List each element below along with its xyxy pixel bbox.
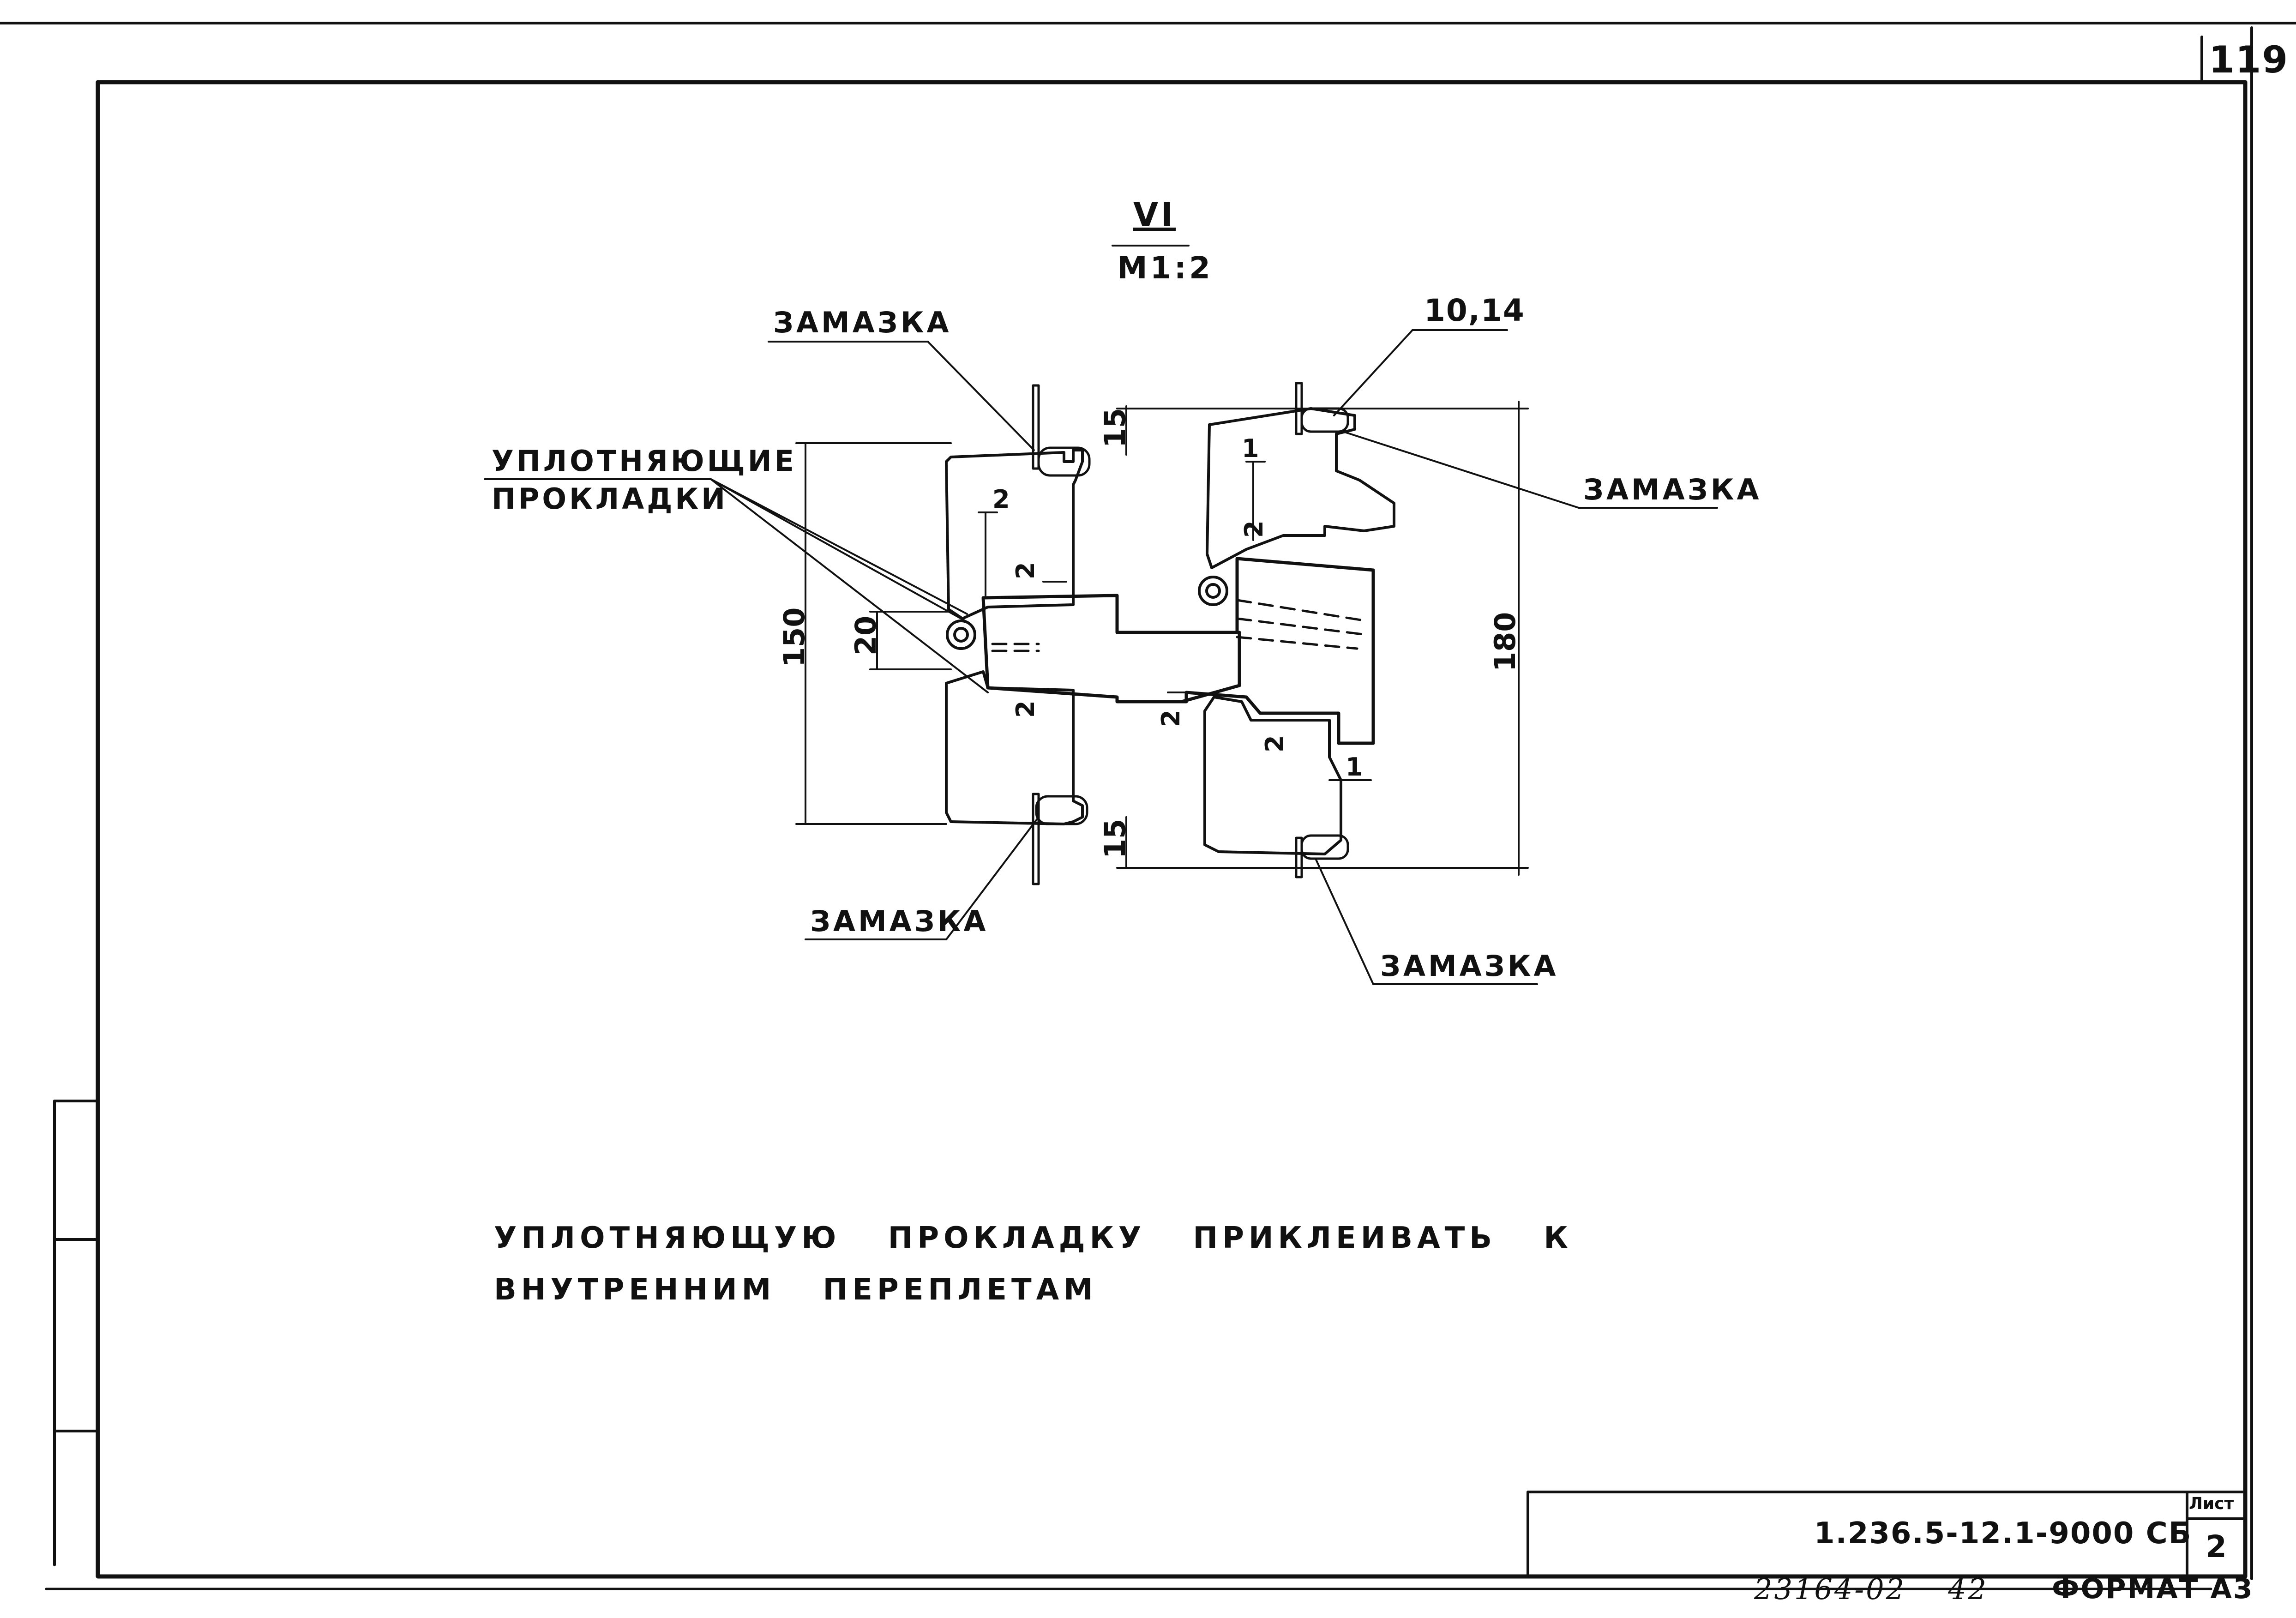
note-line-2: ВНУТРЕННИМ ПЕРЕПЛЕТАМ xyxy=(494,1273,1098,1307)
format-label: ФОРМАТ А3 xyxy=(2052,1573,2254,1605)
sealant-label-bottom-left: ЗАМАЗКА xyxy=(810,904,989,938)
dimension-15-bottom: 15 xyxy=(1098,818,1132,859)
scale-label: M1:2 xyxy=(1117,250,1213,286)
page-number: 119 xyxy=(2209,38,2289,81)
dimension-2-c: 2 xyxy=(1011,700,1040,718)
leader-lines xyxy=(484,245,1718,985)
hidden-fasteners xyxy=(991,599,1368,652)
dimension-2-b: 2 xyxy=(1011,562,1040,579)
dimension-20: 20 xyxy=(849,615,883,656)
dimension-1-a: 1 xyxy=(1242,434,1259,463)
dimension-1-b: 1 xyxy=(1346,752,1363,782)
dimension-15-top: 15 xyxy=(1098,408,1132,448)
sheet-number: 2 xyxy=(2206,1529,2230,1564)
dimension-2-e: 2 xyxy=(1239,520,1268,538)
dimension-2-d: 2 xyxy=(1156,710,1185,727)
copy-number: 42 xyxy=(1948,1572,1988,1606)
title-block-frame xyxy=(1527,1491,2247,1578)
sealant-label-top-left: ЗАМАЗКА xyxy=(773,306,952,339)
dimension-2-f: 2 xyxy=(1260,735,1289,752)
binding-strip xyxy=(53,1100,99,1566)
sealant-label-right: ЗАМАЗКА xyxy=(1583,473,1762,506)
note-line-1: УПЛОТНЯЮЩУЮ ПРОКЛАДКУ ПРИКЛЕИВАТЬ К xyxy=(494,1221,1573,1255)
right-sash-profile xyxy=(1203,407,1395,855)
sealant-label-bottom-right: ЗАМАЗКА xyxy=(1380,949,1559,983)
gaskets-label-line2: ПРОКЛАДКИ xyxy=(492,482,728,516)
inventory-number: 23164-02 xyxy=(1754,1572,1906,1606)
sheet-label: Лист xyxy=(2189,1494,2234,1513)
gasket-circles xyxy=(946,576,1228,650)
dimension-2-a: 2 xyxy=(992,485,1010,514)
dimension-150: 150 xyxy=(777,607,811,667)
center-mullion-profile xyxy=(981,557,1375,745)
ref-label-top-right: 10,14 xyxy=(1424,293,1525,328)
dimension-lines xyxy=(795,401,1529,876)
gaskets-label-line1: УПЛОТНЯЮЩИЕ xyxy=(492,444,797,478)
section-mark: VI xyxy=(1133,196,1176,234)
drawing-frame xyxy=(96,80,2248,1579)
dimension-180: 180 xyxy=(1488,612,1522,672)
document-code: 1.236.5-12.1-9000 СБ xyxy=(1814,1516,2192,1551)
